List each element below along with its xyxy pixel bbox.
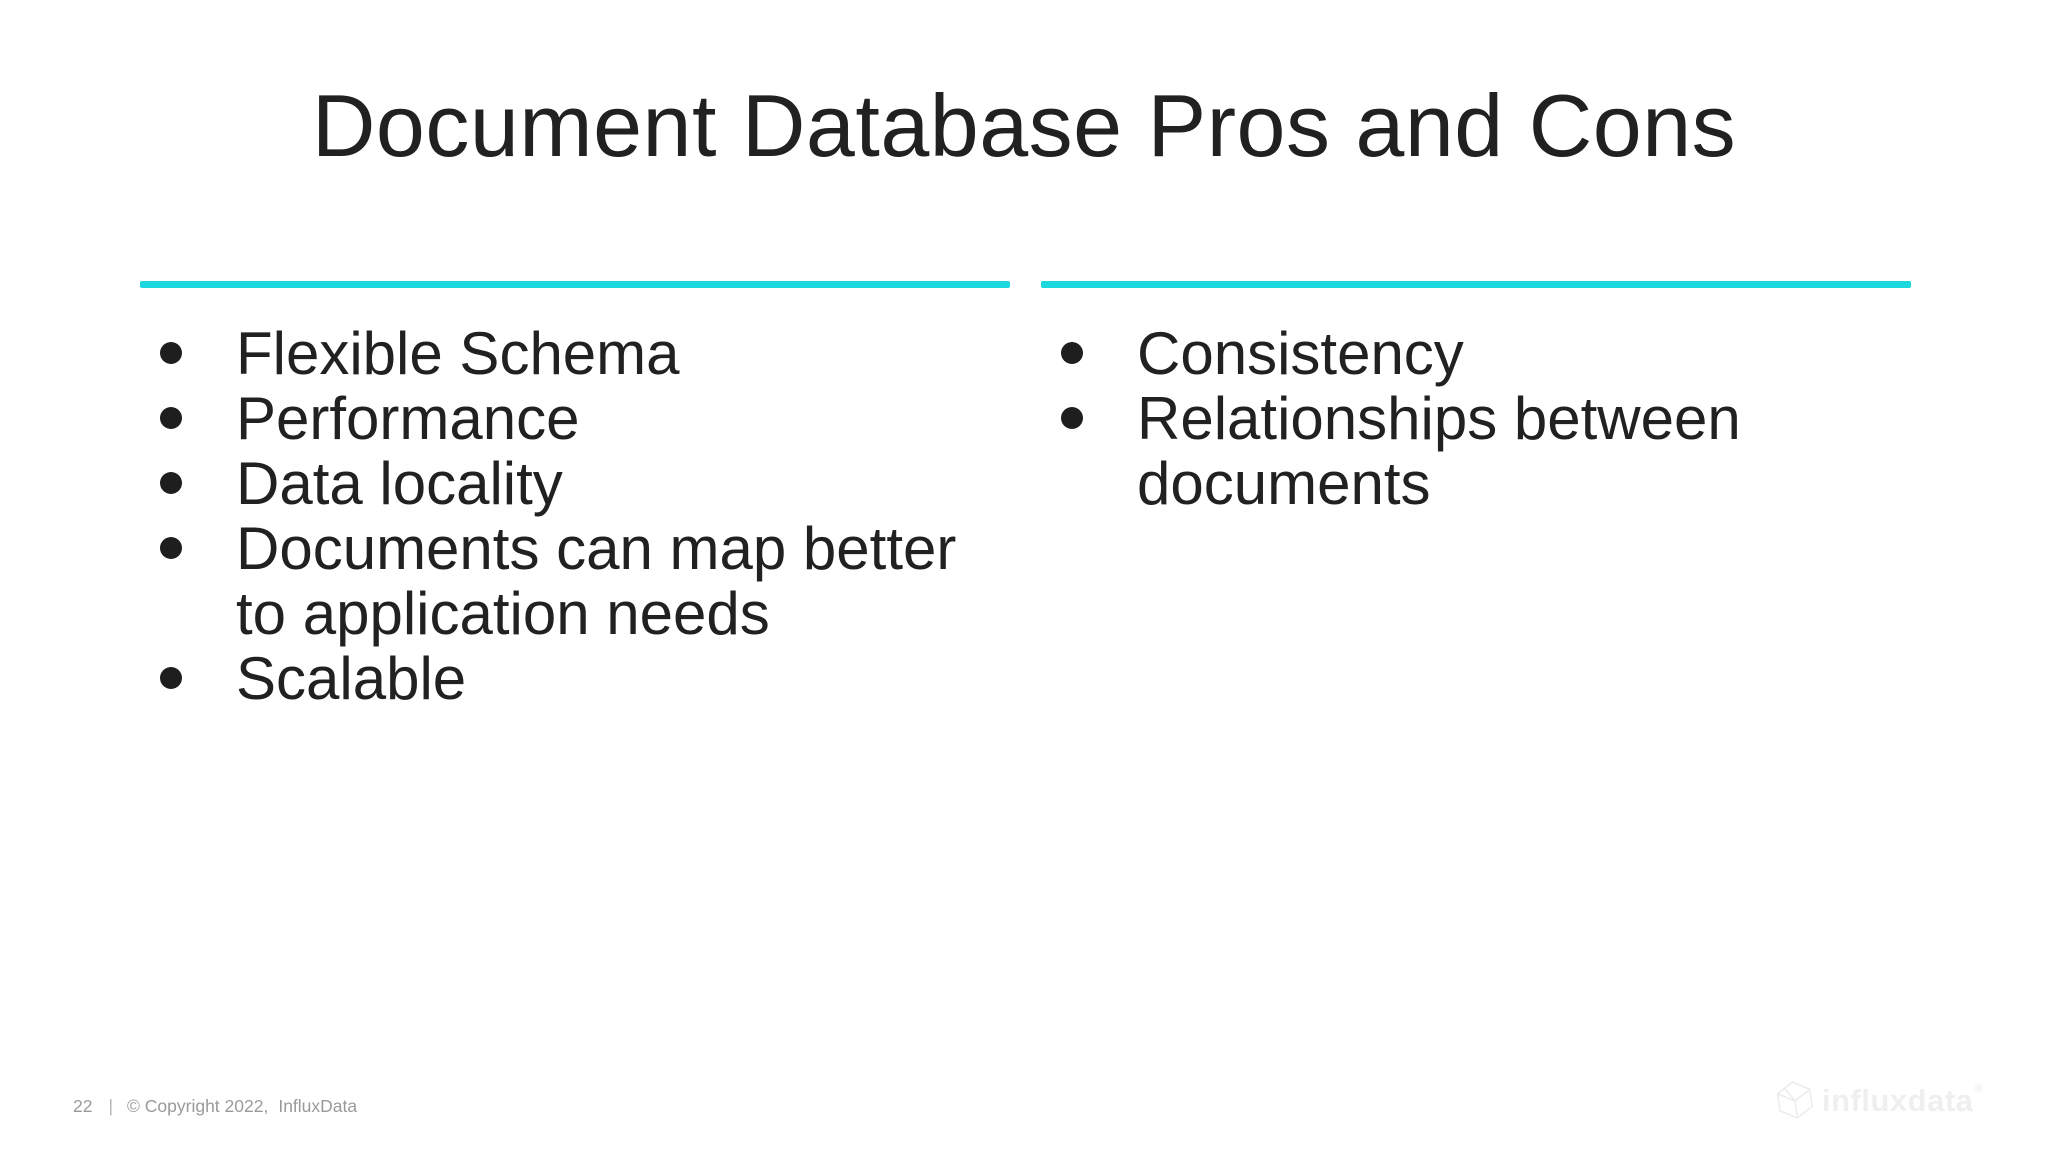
bullet-text: Documents can map better to application …	[236, 515, 957, 647]
bullet-text: Data locality	[236, 450, 563, 517]
list-item: Documents can map better to application …	[160, 516, 1010, 646]
bullet-icon	[160, 537, 182, 559]
footer: 22 | © Copyright 2022, InfluxData	[73, 1096, 357, 1117]
bullet-icon	[1061, 342, 1083, 364]
bullet-icon	[1061, 407, 1083, 429]
cons-column: Consistency Relationships between docume…	[1041, 281, 1911, 711]
influxdata-logo: influxdata ®	[1774, 1080, 1983, 1122]
list-item: Relationships between documents	[1061, 386, 1911, 516]
list-item: Consistency	[1061, 321, 1911, 386]
influxdata-cube-icon	[1774, 1080, 1816, 1122]
bullet-text: Performance	[236, 385, 580, 452]
bullet-text: Consistency	[1137, 320, 1464, 387]
bullet-text: Flexible Schema	[236, 320, 680, 387]
company-name: InfluxData	[278, 1096, 358, 1116]
pros-column: Flexible Schema Performance Data localit…	[140, 281, 1010, 711]
list-item: Scalable	[160, 646, 1010, 711]
logo-wordmark: influxdata	[1822, 1083, 1974, 1118]
slide-title: Document Database Pros and Cons	[311, 76, 1737, 175]
pros-cons-columns: Flexible Schema Performance Data localit…	[140, 281, 1911, 711]
bullet-icon	[160, 342, 182, 364]
page-number: 22	[73, 1096, 93, 1116]
bullet-icon	[160, 472, 182, 494]
pros-list: Flexible Schema Performance Data localit…	[140, 288, 1010, 711]
pros-divider-line	[140, 281, 1010, 288]
copyright-text: © Copyright 2022,	[127, 1096, 269, 1116]
bullet-icon	[160, 667, 182, 689]
bullet-icon	[160, 407, 182, 429]
list-item: Flexible Schema	[160, 321, 1010, 386]
bullet-text: Scalable	[236, 645, 467, 712]
registered-trademark-icon: ®	[1974, 1082, 1984, 1096]
cons-divider-line	[1041, 281, 1911, 288]
footer-separator: |	[108, 1096, 114, 1116]
list-item: Performance	[160, 386, 1010, 451]
bullet-text: Relationships between documents	[1137, 385, 1741, 517]
list-item: Data locality	[160, 451, 1010, 516]
cons-list: Consistency Relationships between docume…	[1041, 288, 1911, 516]
